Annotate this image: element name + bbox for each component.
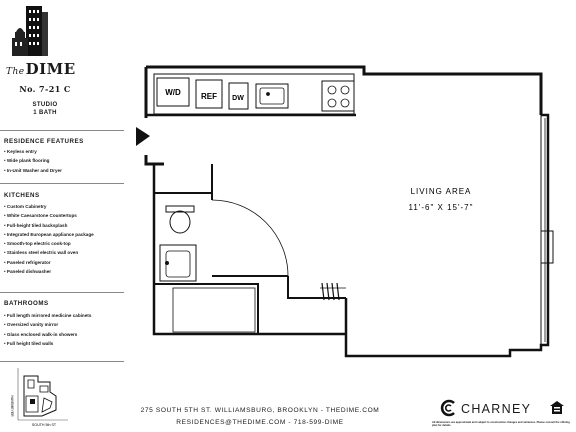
unit-type: STUDIO <box>32 102 58 108</box>
disclaimer-text: All dimensions are approximate and subje… <box>432 421 570 428</box>
dishwasher-outline <box>228 82 249 110</box>
equal-housing-icon <box>550 401 564 414</box>
list-item: Full-height tiled backsplash <box>4 221 94 230</box>
section-title-kitchens: KITCHENS <box>4 192 40 199</box>
section-title-bathrooms: BATHROOMS <box>4 300 49 307</box>
list-item: Wide plank flooring <box>4 156 62 165</box>
sink-basin <box>259 87 285 105</box>
window-column <box>540 230 554 264</box>
list-item: Glass enclosed walk-in showers <box>4 330 91 339</box>
faucet-icon <box>165 261 169 265</box>
kitchen-counter <box>153 73 355 115</box>
logo-wordmark: TheDIME <box>6 60 76 78</box>
list-item: Smooth-top electric cook-top <box>4 239 94 248</box>
burner-icon <box>340 85 350 95</box>
shower-wall <box>154 283 259 334</box>
bathroom-features-list: Full length mirrored medicine cabinets O… <box>4 311 92 348</box>
vanity <box>159 244 197 282</box>
brand-name: CHARNEY <box>461 402 532 416</box>
list-item: Paneled refrigerator <box>4 258 94 267</box>
dishwasher-label: DW <box>232 95 244 102</box>
list-item: Keyless entry <box>4 147 62 156</box>
closet-hangers <box>321 282 340 301</box>
shower <box>172 287 256 333</box>
exterior-wall <box>146 65 543 115</box>
unit-number: No. 7-21 C <box>19 84 71 94</box>
living-area-dimensions: 11'-6" X 15'-7" <box>409 203 474 212</box>
entry-arrow-icon <box>136 127 150 146</box>
burner-icon <box>327 85 337 95</box>
residence-features-list: Keyless entry Wide plank flooring In-Uni… <box>4 147 62 175</box>
toilet-bowl <box>169 210 191 234</box>
washer-dryer-label: W/D <box>165 88 181 97</box>
divider <box>0 183 124 184</box>
footer-address: 275 SOUTH 5TH ST. WILLIAMSBURG, BROOKLYN… <box>140 407 380 414</box>
list-item: Stainless steel electric wall oven <box>4 248 94 257</box>
bathroom-wall <box>152 164 345 336</box>
list-item: In-Unit Washer and Dryer <box>4 166 62 175</box>
toilet-tank <box>165 205 195 213</box>
section-title-residence: RESIDENCE FEATURES <box>4 138 84 145</box>
list-item: Full height tiled walls <box>4 339 91 348</box>
info-sidebar: TheDIME No. 7-21 C STUDIO 1 BATH RESIDEN… <box>0 0 124 432</box>
logo-prefix: The <box>6 67 25 77</box>
exterior-wall <box>344 113 550 358</box>
burner-icon <box>340 98 350 108</box>
divider <box>0 292 124 293</box>
list-item: Paneled dishwasher <box>4 267 94 276</box>
unit-location-marker <box>30 399 35 404</box>
cooktop <box>321 80 355 112</box>
charney-logo-icon <box>440 399 455 417</box>
divider <box>0 361 124 362</box>
street-bottom-label: SOUTH 5th ST <box>32 423 57 427</box>
interior-wall <box>144 155 164 166</box>
unit-baths: 1 BATH <box>33 110 57 116</box>
vanity-basin <box>165 250 191 278</box>
divider <box>0 130 124 131</box>
refrigerator-label: REF <box>201 92 217 101</box>
list-item: Oversized vanity mirror <box>4 320 91 329</box>
kitchen-sink <box>255 83 289 109</box>
building-logo-icon <box>12 6 48 56</box>
closet-wall <box>287 276 346 299</box>
living-area-label: LIVING AREA <box>411 187 472 196</box>
faucet-icon <box>266 92 270 96</box>
refrigerator-outline <box>195 79 223 109</box>
key-plan-map: HAVEMEYER SOUTH 5th ST <box>10 368 68 427</box>
washer-dryer-outline <box>156 77 190 107</box>
list-item: Integrated European appliance package <box>4 230 94 239</box>
street-side-label: HAVEMEYER <box>10 395 14 417</box>
logo-word: DIME <box>25 60 76 78</box>
door-swing <box>211 199 289 277</box>
burner-icon <box>327 98 337 108</box>
kitchen-features-list: Custom Cabinetry White Caesarstone Count… <box>4 202 94 276</box>
list-item: Custom Cabinetry <box>4 202 94 211</box>
list-item: White Caesarstone Countertops <box>4 211 94 220</box>
list-item: Full length mirrored medicine cabinets <box>4 311 92 320</box>
footer-contact: RESIDENCES@THEDIME.COM - 718-599-DIME <box>176 419 344 426</box>
